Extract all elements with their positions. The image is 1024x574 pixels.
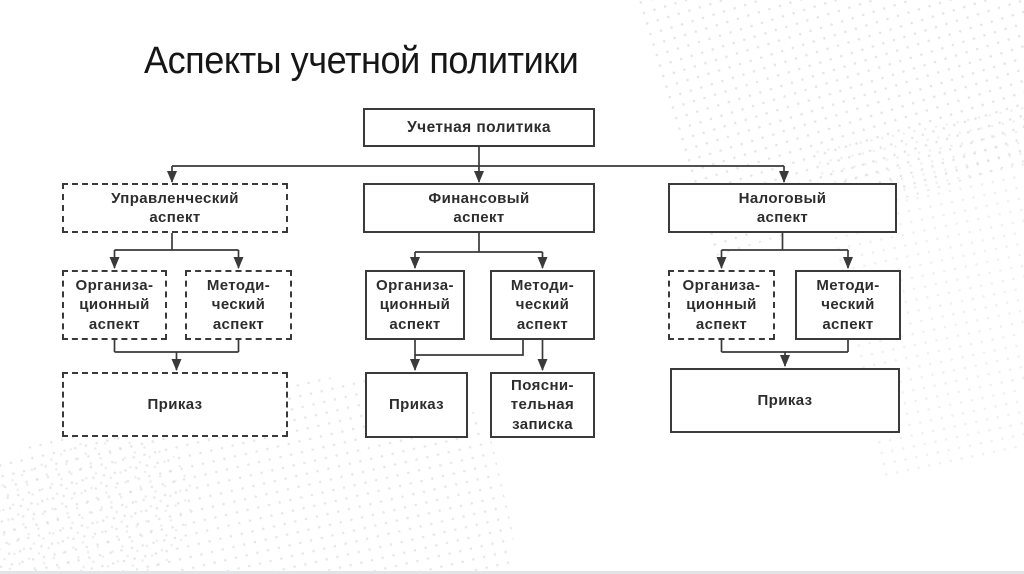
- node-label: Приказ: [388, 396, 445, 414]
- node-label: Приказ: [147, 395, 203, 413]
- node-tax-methodical-aspect: Методи- ческий аспект: [795, 270, 901, 340]
- node-label: Организа- ционный аспект: [376, 277, 454, 333]
- node-tax-aspect: Налоговый аспект: [668, 183, 897, 233]
- node-tax-organizational-aspect: Организа- ционный аспект: [668, 270, 775, 340]
- node-financial-aspect: Финансовый аспект: [363, 183, 595, 233]
- node-label: Организа- ционный аспект: [682, 277, 761, 333]
- node-accounting-policy: Учетная политика: [363, 108, 595, 147]
- node-label: Методи- ческий аспект: [816, 277, 880, 333]
- node-managerial-organizational-aspect: Организа- ционный аспект: [62, 270, 167, 340]
- node-tax-order: Приказ: [670, 368, 900, 433]
- slide-bottom-edge: [0, 571, 1024, 574]
- node-label: Организа- ционный аспект: [75, 277, 154, 333]
- node-financial-methodical-aspect: Методи- ческий аспект: [490, 270, 595, 340]
- node-managerial-aspect: Управленческий аспект: [62, 183, 288, 233]
- node-label: Управленческий аспект: [111, 189, 239, 226]
- node-label: Методи- ческий аспект: [510, 277, 575, 333]
- node-managerial-order: Приказ: [62, 372, 288, 437]
- slide-title: Аспекты учетной политики: [144, 40, 579, 82]
- node-financial-order: Приказ: [365, 372, 468, 438]
- node-managerial-methodical-aspect: Методи- ческий аспект: [185, 270, 292, 340]
- node-label: Финансовый аспект: [428, 189, 530, 226]
- node-explanatory-note: Поясни- тельная записка: [490, 372, 595, 438]
- node-label: Учетная политика: [407, 118, 551, 136]
- node-label: Поясни- тельная записка: [510, 377, 575, 433]
- node-label: Налоговый аспект: [738, 189, 827, 226]
- node-label: Приказ: [757, 391, 813, 409]
- node-label: Методи- ческий аспект: [206, 277, 271, 333]
- node-financial-organizational-aspect: Организа- ционный аспект: [365, 270, 465, 340]
